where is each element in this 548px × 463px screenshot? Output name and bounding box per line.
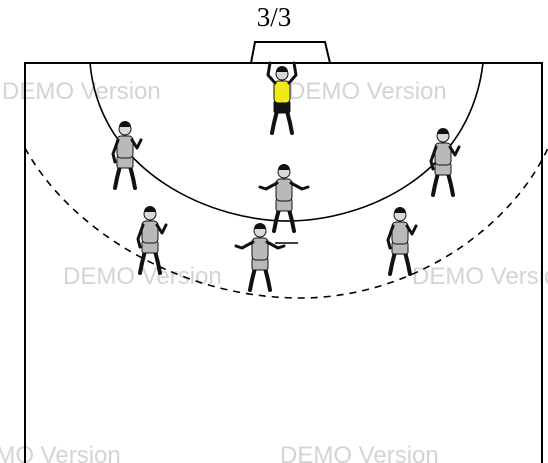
goal xyxy=(251,42,330,63)
player-left-wing xyxy=(113,121,141,188)
watermark-layer: DEMO Version DEMO Version DEMO Version D… xyxy=(0,78,548,463)
player-pivot xyxy=(236,223,284,290)
watermark-text: DEMO Version xyxy=(280,442,439,463)
watermark-text: DEMO Version xyxy=(412,263,548,290)
watermark-text: DEMO Version xyxy=(0,442,121,463)
watermark-text: DEMO Version xyxy=(288,78,447,105)
